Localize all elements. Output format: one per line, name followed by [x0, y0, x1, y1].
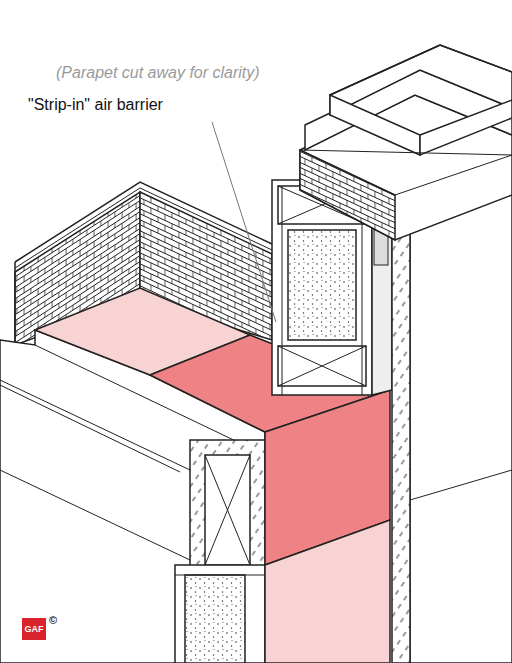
- leader-line: [212, 122, 276, 322]
- logo-text: GAF: [25, 624, 44, 634]
- logo-badge: [22, 618, 46, 640]
- note-text: (Parapet cut away for clarity): [56, 64, 260, 82]
- copyright-mark: ©: [49, 614, 57, 627]
- callout-label: "Strip-in" air barrier: [28, 96, 163, 114]
- roof-deck: [300, 45, 512, 240]
- air-barrier-face: [265, 520, 390, 663]
- exterior-wall: [392, 175, 512, 663]
